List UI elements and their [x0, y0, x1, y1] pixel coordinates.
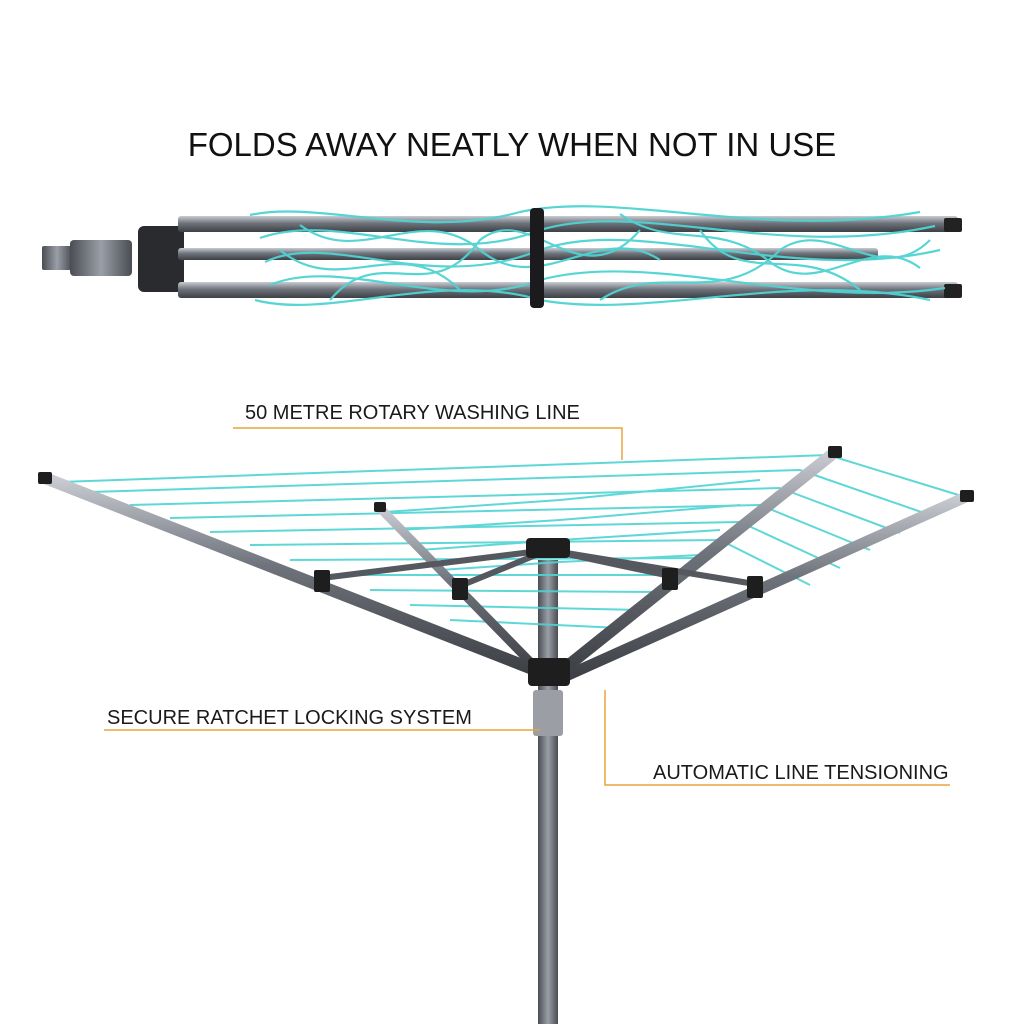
- folded-collar: [70, 240, 132, 276]
- callout-ratchet-locking: SECURE RATCHET LOCKING SYSTEM: [107, 707, 472, 729]
- ratchet-sleeve: [533, 690, 563, 736]
- washing-lines: [59, 454, 966, 629]
- callout-line-washing: [233, 427, 623, 460]
- callout-washing-line: 50 METRE ROTARY WASHING LINE: [245, 402, 580, 424]
- folded-hub: [138, 226, 184, 292]
- folded-spigot: [42, 246, 72, 270]
- open-dryer: [38, 446, 974, 1024]
- folded-arm-cap-bottom: [944, 284, 962, 298]
- folded-cord-bundle: [249, 205, 946, 306]
- folded-strap: [530, 208, 544, 308]
- top-hub: [526, 538, 570, 558]
- arm-left: [39, 472, 546, 678]
- headline: FOLDS AWAY NEATLY WHEN NOT IN USE: [187, 126, 837, 163]
- arm-far-right: [560, 490, 974, 682]
- callout-line-tensioning: AUTOMATIC LINE TENSIONING: [653, 762, 949, 784]
- pole: [538, 560, 558, 1024]
- arm-caps: [38, 446, 974, 512]
- folded-dryer: [42, 205, 962, 308]
- folded-arm-cap-top: [944, 218, 962, 232]
- lower-hub: [528, 658, 570, 686]
- callout-lines: [104, 427, 950, 786]
- callout-line-tension: [604, 690, 950, 786]
- strut-brackets: [314, 568, 763, 600]
- arm-right: [554, 446, 841, 678]
